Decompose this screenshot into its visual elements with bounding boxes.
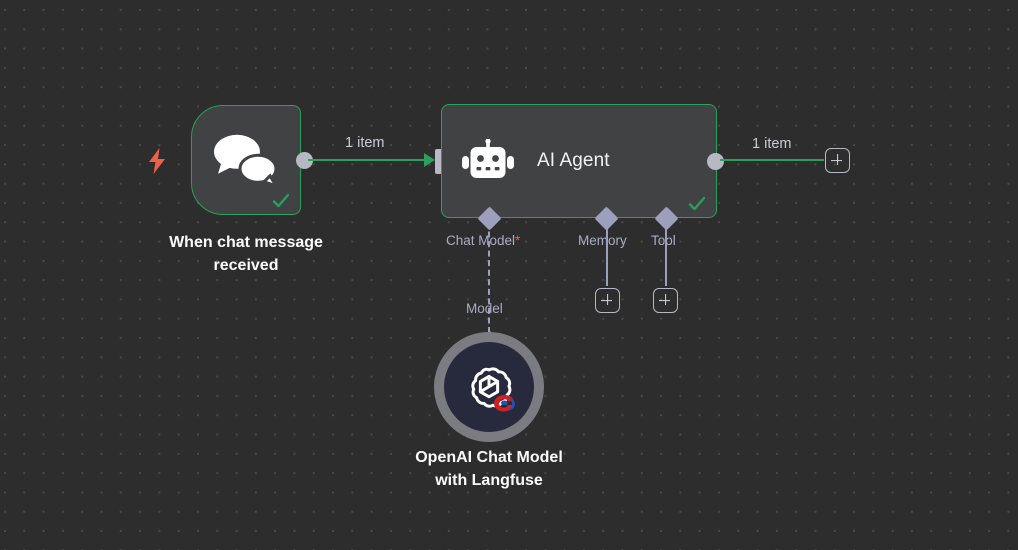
trigger-output-port[interactable] [296, 152, 313, 169]
add-tool-node-button[interactable] [653, 288, 678, 313]
trigger-node-caption: When chat message received [169, 234, 323, 274]
connector-item-count-left: 1 item [345, 135, 385, 151]
agent-port-memory-label: Memory [578, 233, 627, 248]
connector-memory-stub[interactable] [606, 222, 609, 286]
chat-bubbles-icon [214, 134, 280, 189]
success-check-icon [688, 196, 706, 211]
connector-item-count-right: 1 item [752, 136, 792, 152]
add-output-node-button[interactable] [825, 148, 850, 173]
agent-node-title: AI Agent [537, 150, 610, 171]
robot-icon [462, 139, 514, 178]
required-asterisk-icon: * [515, 233, 521, 248]
chat-model-label-text: Chat Model [446, 233, 516, 248]
connector-agent-to-add[interactable] [720, 159, 824, 162]
add-memory-node-button[interactable] [595, 288, 620, 313]
node-ai-agent[interactable]: AI Agent [441, 104, 717, 218]
openai-node-caption: OpenAI Chat Model with Langfuse [415, 449, 563, 489]
openai-logo-icon [471, 367, 512, 408]
lightning-bolt-icon [149, 148, 165, 174]
connector-chat-model-dashed[interactable] [488, 222, 490, 333]
agent-port-chat-model-label: Chat Model* [446, 233, 520, 248]
node-openai-chat-model[interactable] [434, 332, 544, 442]
node-when-chat-message-received[interactable] [191, 105, 301, 215]
openai-port-model-label: Model [466, 301, 503, 316]
connector-tool-stub[interactable] [665, 222, 668, 286]
langfuse-badge-icon [494, 395, 515, 412]
agent-port-tool-label: Tool [651, 233, 676, 248]
connector-trigger-to-agent[interactable] [308, 159, 433, 162]
openai-node-inner [444, 342, 534, 432]
agent-output-port[interactable] [707, 153, 724, 170]
success-check-icon [272, 193, 290, 208]
connector-arrowhead-icon [424, 153, 435, 167]
agent-input-port[interactable] [435, 149, 446, 174]
